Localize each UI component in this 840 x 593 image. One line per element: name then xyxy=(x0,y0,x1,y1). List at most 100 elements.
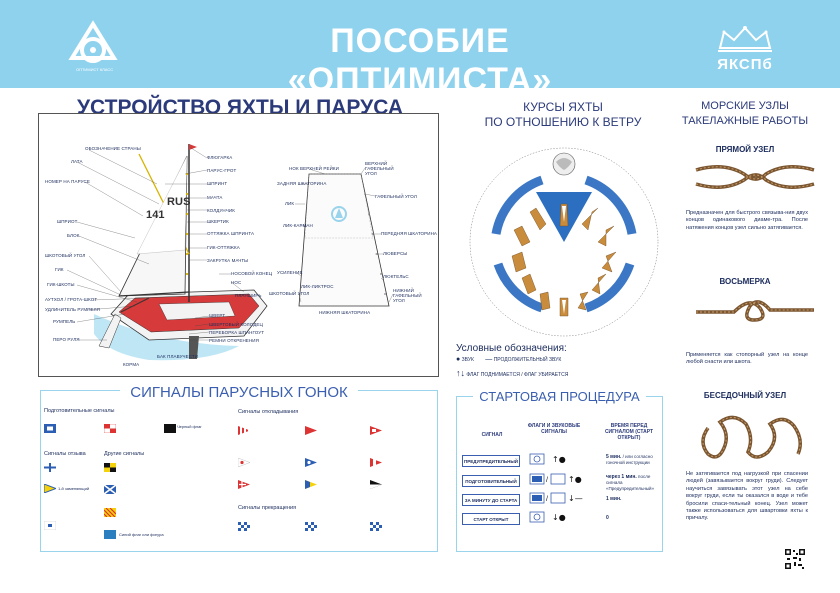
time-warning-note: / или согласно гоночной инструкции xyxy=(606,454,653,465)
start-row-warning: ПРЕДУПРЕДИТЕЛЬНЫЙ xyxy=(462,455,520,467)
label-throat-upper: ВЕРХНИЙ ГАФЕЛЬНЫЙ УГОЛ xyxy=(365,161,394,176)
svg-text:↓—: ↓— xyxy=(568,494,583,503)
flag-m-icon xyxy=(104,485,116,494)
label-boltrope: ЛИК-ЛИКТРОС xyxy=(301,284,334,289)
optimist-logo: ОПТИМИСТ КЛАСС xyxy=(62,20,124,76)
knot-bowline-title: БЕСЕДОЧНЫЙ УЗЕЛ xyxy=(703,391,787,400)
label-lashing: ШКЕРТИК xyxy=(207,219,229,224)
label-vang: ГИК-ОТТЯЖКА xyxy=(207,245,240,250)
col-flags-header: ФЛАГИ И ЗВУКОВЫЕ СИГНАЛЫ xyxy=(527,423,581,435)
other-heading: Другие сигналы xyxy=(104,451,145,457)
flag-l-icon xyxy=(104,463,116,472)
page-title: ПОСОБИЕ «ОПТИМИСТА» xyxy=(287,22,553,99)
start-time-start: 0 xyxy=(606,515,609,521)
dot-icon: ● xyxy=(456,356,461,363)
time-start-main: 0 xyxy=(606,515,609,521)
black-flag-label: Черный флаг xyxy=(177,424,202,429)
flag-y-icon xyxy=(104,508,116,517)
legend-title: Условные обозначения: xyxy=(456,343,567,354)
knots-title-line2: ТАКЕЛАЖНЫЕ РАБОТЫ xyxy=(681,115,809,127)
reef-knot-icon xyxy=(695,165,815,189)
label-wind-vane: ФЛЮГАРКА xyxy=(207,155,233,160)
label-tack: НИЖНИЙ ГАФЕЛЬНЫЙ УГОЛ xyxy=(393,288,422,303)
flag-substitute-icon xyxy=(44,484,56,493)
figure-eight-icon xyxy=(696,300,814,322)
label-eyelets: ЛЮВЕРСЫ xyxy=(383,251,408,256)
flag-n-icon xyxy=(238,522,250,531)
time-prep-main: через 1 мин. xyxy=(606,474,637,480)
knot-eight-title: ВОСЬМЕРКА xyxy=(719,277,771,286)
sail-country: RUS xyxy=(167,196,191,208)
label-sprit: ШПРИНТ xyxy=(207,181,228,186)
substitute-label: 1-й заменяющий xyxy=(58,486,90,491)
label-block: БЛОК xyxy=(67,233,80,238)
sail-number: 141 xyxy=(146,209,165,221)
dash-icon: — xyxy=(485,356,493,363)
label-patch: УСИЛЕНИЕ xyxy=(277,270,303,275)
flag-5-icon xyxy=(305,480,317,489)
label-country: ОБОЗНАЧЕНИЕ СТРАНЫ xyxy=(85,146,141,151)
label-tiller-ext: УДЛИНИТЕЛЬ РУМПЕЛЯ xyxy=(45,307,101,312)
label-stern: КОРМА xyxy=(123,362,140,367)
courses-diagram xyxy=(456,134,672,339)
label-cb-case: ШВЕРТОВЫЙ КОЛОДЕЦ xyxy=(209,322,263,327)
start-row-start: СТАРТ ОТКРЫТ xyxy=(462,513,520,525)
knots-title: МОРСКИЕ УЗЛЫ ТАКЕЛАЖНЫЕ РАБОТЫ xyxy=(670,99,820,129)
label-spritboom: ШПРИОТ xyxy=(57,219,78,224)
col-signal-header: СИГНАЛ xyxy=(481,432,503,438)
flag-u-icon xyxy=(104,424,116,433)
knot-reef-desc: Предназначен для быстрого связыва-ния дв… xyxy=(686,210,808,231)
label-pocket: ЛИК-КАРМАН xyxy=(283,223,313,228)
svg-text:/: / xyxy=(546,496,548,503)
start-time-preparatory: через 1 мин. после сигнала «Предупредите… xyxy=(606,474,662,492)
time-warning-main: 5 мин. xyxy=(606,454,622,460)
label-clew: ШКОТОВЫЙ УГОЛ xyxy=(45,253,86,258)
courses-title-line2: ПО ОТНОШЕНИЮ К ВЕТРУ xyxy=(484,115,642,129)
label-mast-tie: ЗАКРУТКА МАЧТЫ xyxy=(207,258,249,263)
flag-ap-a-icon xyxy=(370,426,382,435)
label-leech: ЗАДНЯЯ ШКАТОРИНА xyxy=(277,181,327,186)
flag-6-icon xyxy=(370,480,382,489)
courses-title-line1: КУРСЫ ЯХТЫ xyxy=(523,100,603,114)
abandon-heading: Сигналы прекращения xyxy=(238,505,297,511)
flag-p-icon xyxy=(44,424,56,433)
flag-n-a-icon xyxy=(370,522,382,531)
label-luff: ПЕРЕДНЯЯ ШКАТОРИНА xyxy=(381,231,438,236)
blue-flag-label: Синий флаг или фигура xyxy=(119,532,164,537)
time-prep-note: после сигнала «Предупредительный» xyxy=(606,474,655,491)
label-foot: НИЖНЯЯ ШКАТОРИНА xyxy=(319,310,371,315)
flag-black-icon xyxy=(164,424,176,433)
label-mainsail: ПАРУС-ГРОТ xyxy=(207,168,237,173)
label-throat: ГАФЕЛЬНЫЙ УГОЛ xyxy=(375,194,417,199)
label-centerboard: ШВЕРТ xyxy=(209,313,226,318)
start-time-warning: 5 мин. / или согласно гоночной инструкци… xyxy=(606,454,662,466)
preparatory-heading: Подготовительные сигналы xyxy=(44,408,115,414)
start-row-preparatory: ПОДГОТОВИТЕЛЬНЫЙ xyxy=(462,475,520,487)
legend-sound: ЗВУК xyxy=(461,357,474,363)
flag-s-icon xyxy=(44,521,56,530)
label-boom: ГИК xyxy=(55,267,64,272)
label-sail-clew: ШКОТОВЫЙ УГОЛ xyxy=(269,291,310,296)
label-gunwale: ПЛАНШИРЬ xyxy=(235,293,262,298)
club-abbreviation: ЯКСПб xyxy=(717,56,773,73)
knots-title-line1: МОРСКИЕ УЗЛЫ xyxy=(701,100,789,112)
start-title: СТАРТОВАЯ ПРОЦЕДУРА xyxy=(473,389,646,404)
start-flags-icons: ↑● / ↑● / ↓— ↓● xyxy=(529,453,583,523)
flag-3-icon xyxy=(370,458,382,467)
label-tiller: РУМПЕЛЬ xyxy=(53,319,76,324)
qr-code-icon xyxy=(784,548,806,570)
logo-caption: ОПТИМИСТ КЛАСС xyxy=(76,67,114,72)
label-sprit-halyard: ОТТЯЖКА ШПРИНТА xyxy=(207,231,255,236)
label-bow: НОС xyxy=(231,280,242,285)
label-bolt: ЛИК xyxy=(285,201,295,206)
courses-title: КУРСЫ ЯХТЫ ПО ОТНОШЕНИЮ К ВЕТРУ xyxy=(458,100,668,130)
label-peak: НОК ВЕРХНЕЙ РЕЙКИ xyxy=(289,166,339,171)
svg-text:↑●: ↑● xyxy=(552,455,566,464)
label-batten: ЛАТА xyxy=(71,159,83,164)
knot-bowline-desc: Не затягивается под нагрузкой при спасен… xyxy=(686,471,808,522)
label-hiking-straps: РЕМНИ ОТКРЕНЕНИЯ xyxy=(209,338,259,343)
knot-eight-desc: Применяется как стопорный узел на конце … xyxy=(686,352,808,366)
flag-x-icon xyxy=(44,463,56,472)
label-sail-number: НОМЕР НА ПАРУСЕ xyxy=(45,179,91,184)
label-outhaul: АУТХОЛ / ГРОТА-ШКОТ xyxy=(45,297,98,302)
